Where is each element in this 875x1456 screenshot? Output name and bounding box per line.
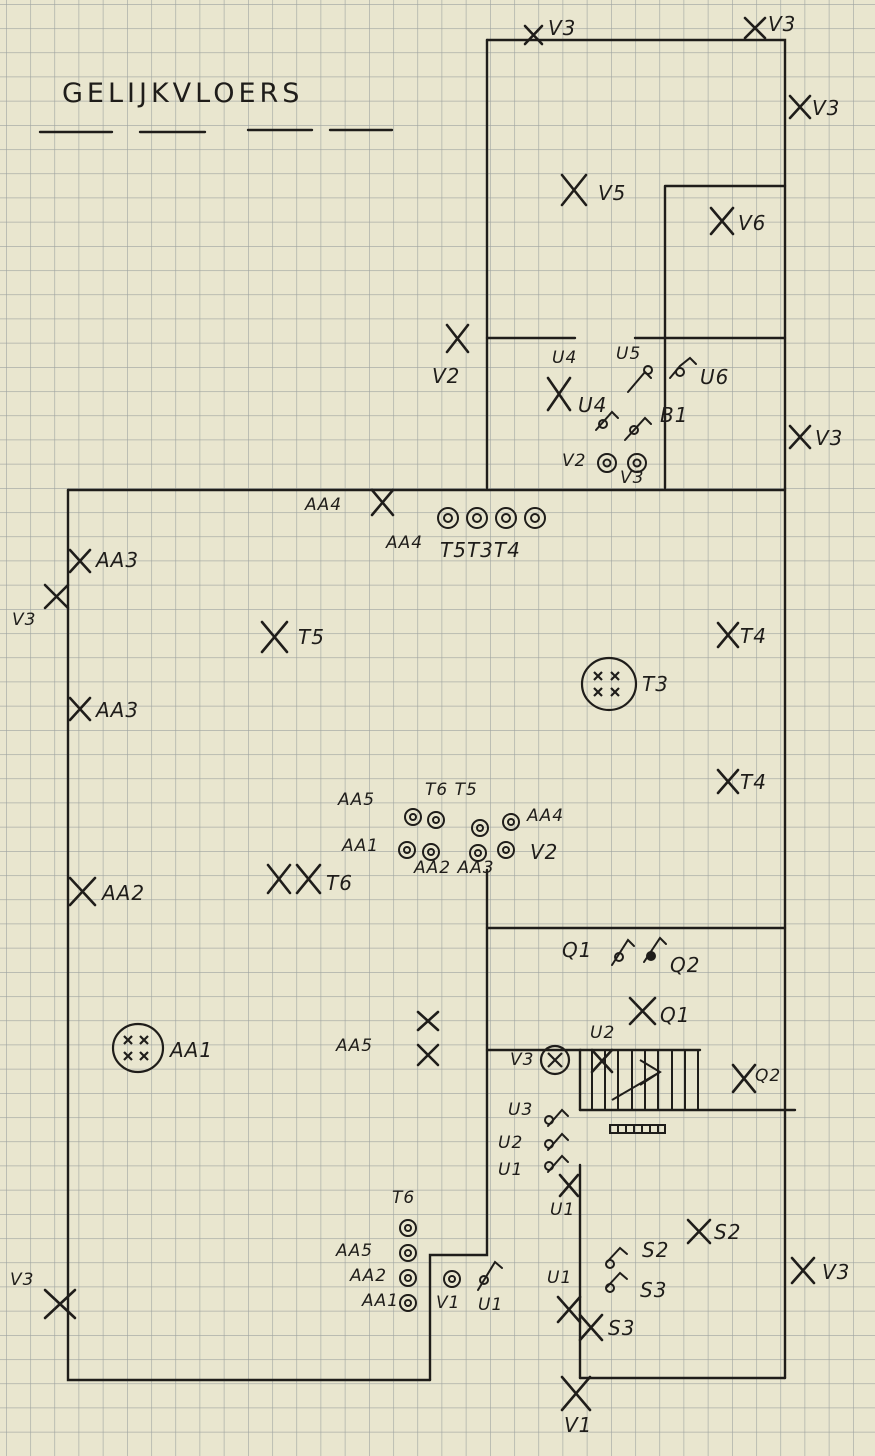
label-aa1: AA1 (362, 1291, 400, 1311)
label-u5: U5 (616, 344, 642, 364)
label-t5: T5 (298, 625, 325, 649)
label-s2: S2 (642, 1238, 670, 1262)
label-u1: U1 (550, 1200, 576, 1220)
label-u4: U4 (552, 348, 578, 368)
label-u2: U2 (590, 1023, 616, 1043)
label-u1: U1 (498, 1160, 524, 1180)
staircase (579, 1049, 699, 1134)
label-q1: Q1 (660, 1003, 691, 1027)
switches (477, 356, 697, 1293)
label-v3: V3 (12, 610, 37, 630)
label-v3: V3 (620, 468, 645, 488)
label-t5-t3-t4: T5T3T4 (440, 538, 521, 562)
label-u2: U2 (498, 1133, 524, 1153)
label-v2: V2 (432, 364, 461, 388)
label-aa4: AA4 (527, 806, 565, 826)
label-aa2: AA2 (102, 881, 146, 905)
label-u6: U6 (700, 365, 730, 389)
label-aa5: AA5 (338, 790, 376, 810)
label-s2: S2 (714, 1220, 742, 1244)
label-t4: T4 (740, 770, 767, 794)
label-v3: V3 (548, 16, 577, 40)
label-v6: V6 (738, 211, 767, 235)
label-u1: U1 (478, 1295, 504, 1315)
label-u3: U3 (508, 1100, 534, 1120)
label-u1: U1 (547, 1268, 573, 1288)
label-t3: T3 (642, 672, 669, 696)
label-v3: V3 (812, 96, 841, 120)
label-b1: B1 (660, 403, 689, 427)
label-t4: T4 (740, 624, 767, 648)
label-v5: V5 (598, 181, 627, 205)
label-q1: Q1 (562, 938, 593, 962)
label-v3: V3 (10, 1270, 35, 1290)
label-aa5: AA5 (336, 1241, 374, 1261)
label-aa3: AA3 (96, 698, 140, 722)
label-aa4: AA4 (305, 495, 343, 515)
label-v3: V3 (822, 1260, 851, 1284)
label-s3: S3 (608, 1316, 636, 1340)
label-v1: V1 (564, 1413, 593, 1437)
label-aa1: AA1 (342, 836, 380, 856)
sockets (398, 453, 647, 1312)
label-aa1: AA1 (170, 1038, 214, 1062)
page-title: GELIJKVLOERS (62, 78, 304, 109)
ceiling-lamps (111, 656, 638, 1076)
label-t6: T6 (326, 871, 353, 895)
label-s3: S3 (640, 1278, 668, 1302)
label-aa3: AA3 (96, 548, 140, 572)
label-v3: V3 (768, 12, 797, 36)
label-u4: U4 (578, 393, 608, 417)
light-points (43, 16, 816, 1412)
label-v3: V3 (815, 426, 844, 450)
label-v1: V1 (436, 1293, 461, 1313)
label-q2: Q2 (755, 1066, 782, 1086)
label-v2: V2 (530, 840, 559, 864)
label-aa4: AA4 (386, 533, 424, 553)
label-aa5: AA5 (336, 1036, 374, 1056)
label-v3: V3 (510, 1050, 535, 1070)
label-t6: T6 (392, 1188, 416, 1208)
label-v2: V2 (562, 451, 587, 471)
label-aa2-aa3: AA2 AA3 (414, 858, 495, 878)
label-aa2: AA2 (350, 1266, 388, 1286)
label-t6-t5: T6 T5 (425, 780, 478, 800)
label-q2: Q2 (670, 953, 701, 977)
